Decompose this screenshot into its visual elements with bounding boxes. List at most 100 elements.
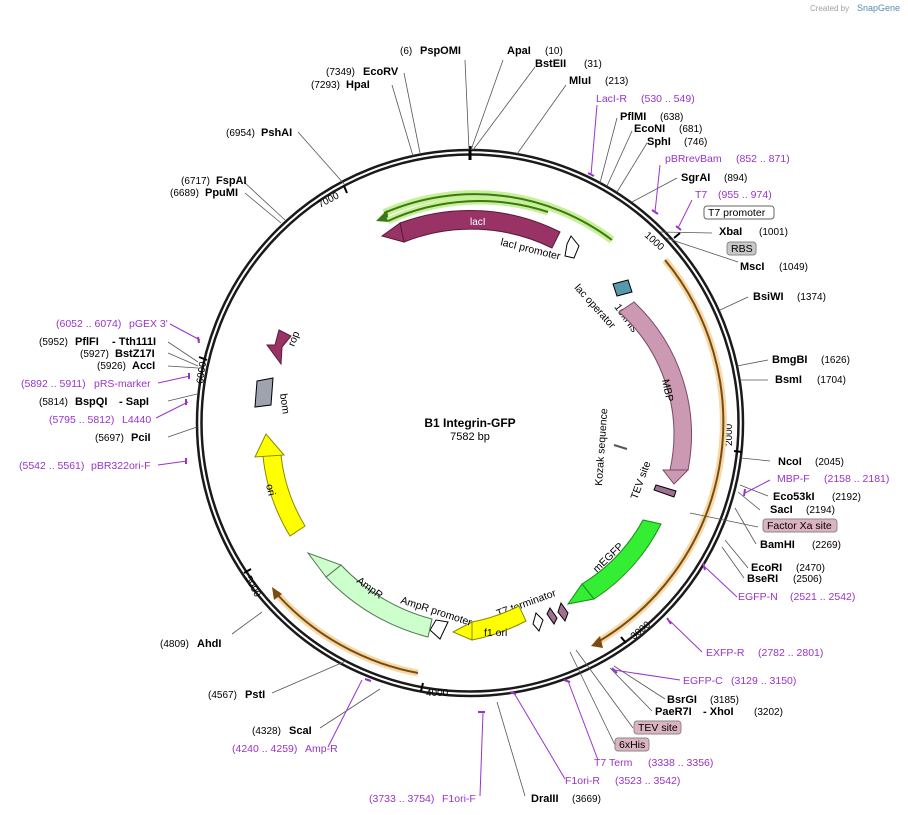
primer-pgex3-range: (6052 .. 6074) <box>56 318 121 330</box>
ampr-orf-head <box>272 587 282 600</box>
primer-egfp-n-range: (2521 .. 2542) <box>790 591 855 603</box>
enz-acci: AccI <box>132 360 155 372</box>
enz-saci-pos: (2194) <box>806 505 835 516</box>
enz-sgrai-pos: (894) <box>724 173 747 184</box>
primer-ticks <box>185 172 746 713</box>
enz-psti-pos: (4567) <box>208 690 237 701</box>
enz-bsiwi: BsiWI <box>753 291 784 303</box>
tev-label: TEV site <box>629 459 654 501</box>
enz-mlui-pos: (213) <box>605 76 628 87</box>
enz-xbai: XbaI <box>719 226 742 238</box>
laci-orf-head <box>376 210 389 222</box>
box-rbs <box>726 241 757 256</box>
enz-paer7i-pos: (3202) <box>754 707 783 718</box>
tick-label-6000: 6000 <box>195 360 209 384</box>
primer-laci-r-range: (530 .. 549) <box>641 93 695 105</box>
enz-ncoi-pos: (2045) <box>815 457 844 468</box>
enz-msci: MscI <box>740 261 764 273</box>
ampr-feature-head <box>306 551 343 578</box>
tick-label-4000: 4000 <box>426 688 449 699</box>
primer-t7-term: T7 Term <box>594 757 633 769</box>
bom-label: bom <box>277 393 292 415</box>
primer-f1ori-r-range: (3523 .. 3542) <box>615 775 680 787</box>
enz-sapi: - SapI <box>119 396 149 408</box>
enz-pcii: PciI <box>131 432 151 444</box>
primer-prs-marker-range: (5892 .. 5911) <box>21 378 86 390</box>
primer-pbr322ori-f: pBR322ori-F <box>91 460 151 472</box>
enz-bsrgi-pos: (3185) <box>710 695 739 706</box>
primer-mbp-f: MBP-F <box>777 473 810 485</box>
enz-msci-pos: (1049) <box>779 262 808 273</box>
enz-bsrgi: BsrGI <box>667 694 697 706</box>
primer-pbrrevbam-range: (852 .. 871) <box>736 153 790 165</box>
enz-hpai-pos: (7293) <box>311 80 340 91</box>
rop-label: rop <box>286 329 303 348</box>
enz-pflmi-pos: (638) <box>660 112 683 123</box>
enz-pshai-pos: (6954) <box>226 128 255 139</box>
primer-pgex3: pGEX 3' <box>129 318 168 330</box>
kozak-feature <box>613 444 628 450</box>
enz-xhoi-name: XhoI <box>710 706 734 718</box>
tick-label-1000: 1000 <box>642 230 666 253</box>
enz-bspqi: BspQI <box>75 396 107 408</box>
primer-t7-range: (955 .. 974) <box>718 189 772 201</box>
megfp-feature <box>581 519 662 600</box>
rop-feature <box>266 329 292 366</box>
primer-exfp-r: EXFP-R <box>706 647 745 659</box>
primer-egfp-n: EGFP-N <box>738 591 778 603</box>
plasmid-length: 7582 bp <box>450 431 490 443</box>
ampr-promoter-arrow <box>429 619 449 640</box>
enz-pflfi: PflFI <box>75 336 99 348</box>
enz-ncoi: NcoI <box>778 456 802 468</box>
leader-lines-left <box>167 59 470 729</box>
primer-t7: T7 <box>695 189 707 201</box>
leader-lines-right <box>470 59 771 797</box>
enz-bamhi: BamHI <box>760 539 795 551</box>
primer-lines <box>155 104 771 797</box>
box-6xhis-label: 6xHis <box>619 739 645 751</box>
enz-bsmi: BsmI <box>775 374 802 386</box>
mbp-feature-head <box>661 469 690 485</box>
t7-term-arrow <box>532 612 544 632</box>
kozak-label: Kozak sequence <box>593 408 610 486</box>
tick-marks <box>198 185 743 692</box>
enz-bstz17i: BstZ17I <box>115 348 155 360</box>
enz-pspomi: PspOMI <box>420 45 461 57</box>
enz-scai-pos: (4328) <box>252 726 281 737</box>
enz-draiii: DraIII <box>531 793 559 805</box>
ori-feature-head <box>254 433 286 458</box>
primer-l4440-range: (5795 .. 5812) <box>49 414 114 426</box>
laci-feature-head <box>380 222 405 243</box>
enz-ecori: EcoRI <box>751 562 782 574</box>
enz-bmgbi-pos: (1626) <box>821 355 850 366</box>
primer-t7-term-range: (3338 .. 3356) <box>648 757 713 769</box>
enz-apai: ApaI <box>507 45 531 57</box>
box-factor-xa-label: Factor Xa site <box>767 520 832 532</box>
box-t7-promoter-label: T7 promoter <box>708 207 766 219</box>
enz-sapi-name: SapI <box>126 396 149 408</box>
enz-paer7i: PaeR7I <box>655 706 692 718</box>
tick-label-2000: 2000 <box>724 423 735 446</box>
megfp-feature-head <box>566 583 595 605</box>
enz-xbai-pos: (1001) <box>759 227 788 238</box>
lac-operator-label: lac operator <box>572 282 618 332</box>
enz-pshai: PshAI <box>261 127 292 139</box>
box-t7-promoter <box>703 205 775 220</box>
enz-bsteii-pos: (31) <box>584 59 602 70</box>
bom-feature <box>254 377 274 408</box>
lac-operator-feature <box>612 279 633 297</box>
plasmid-name: B1 Integrin-GFP <box>424 416 515 430</box>
enz-saci: SacI <box>770 504 793 516</box>
enz-bseri-pos: (2506) <box>793 574 822 585</box>
primer-f1ori-r: F1ori-R <box>565 775 600 787</box>
enz-fspai-pos: (6717) <box>181 176 210 187</box>
enz-ecori-pos: (2470) <box>796 563 825 574</box>
laci-orf-arc <box>383 193 613 241</box>
enz-bspqi-pos: (5814) <box>39 397 68 408</box>
primer-exfp-r-range: (2782 .. 2801) <box>758 647 823 659</box>
enz-ppumi: PpuMI <box>205 187 238 199</box>
box-tev-site-label: TEV site <box>638 722 678 734</box>
enz-sphi: SphI <box>647 136 671 148</box>
enz-bstz17i-pos: (5927) <box>80 349 109 360</box>
enz-ecorv: EcoRV <box>363 66 399 78</box>
